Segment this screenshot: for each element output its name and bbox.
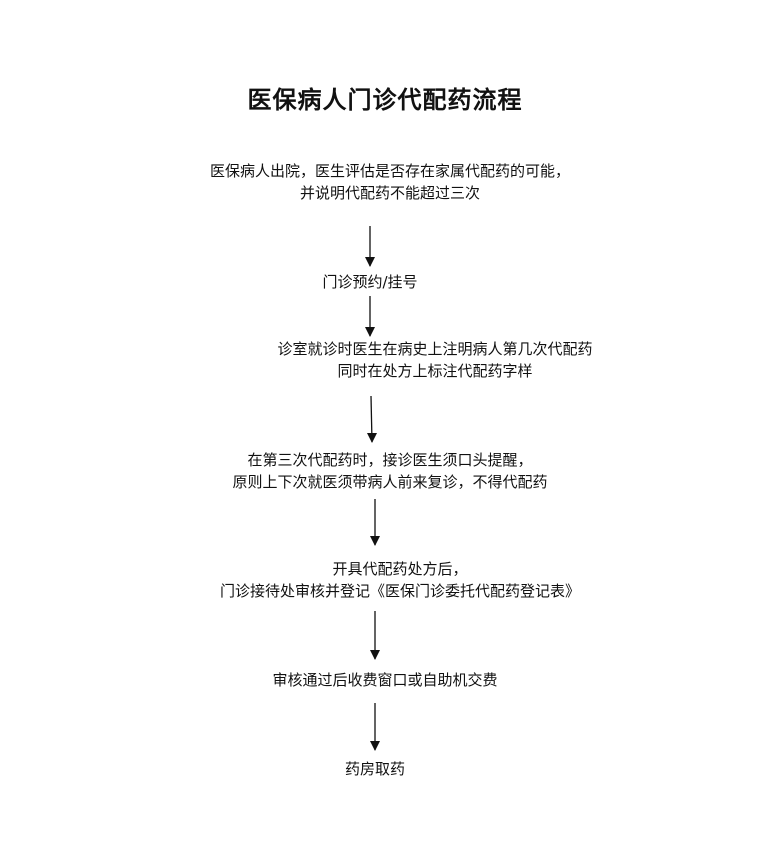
step-line: 诊室就诊时医生在病史上注明病人第几次代配药 bbox=[277, 340, 593, 358]
step-line: 并说明代配药不能超过三次 bbox=[299, 184, 480, 202]
arrow-3 bbox=[367, 395, 377, 443]
step-line: 原则上下次就医须带病人前来复诊，不得代配药 bbox=[232, 473, 548, 491]
arrow-1 bbox=[365, 226, 375, 267]
step-line: 审核通过后收费窗口或自助机交费 bbox=[272, 671, 498, 689]
step-line: 医保病人出院，医生评估是否存在家属代配药的可能， bbox=[209, 162, 570, 180]
arrow-4 bbox=[370, 499, 380, 546]
step-line: 药房取药 bbox=[344, 760, 405, 778]
arrow-6 bbox=[370, 703, 380, 751]
step-third-time-reminder: 在第三次代配药时，接诊医生须口头提醒， 原则上下次就医须带病人前来复诊，不得代配… bbox=[200, 449, 580, 493]
step-line: 开具代配药处方后， bbox=[332, 560, 468, 578]
step-appointment-registration: 门诊预约/挂号 bbox=[270, 271, 470, 293]
arrow-5 bbox=[370, 611, 380, 660]
step-consultation-note: 诊室就诊时医生在病史上注明病人第几次代配药 同时在处方上标注代配药字样 bbox=[250, 338, 620, 382]
step-line: 同时在处方上标注代配药字样 bbox=[337, 362, 533, 380]
step-discharge-evaluation: 医保病人出院，医生评估是否存在家属代配药的可能， 并说明代配药不能超过三次 bbox=[190, 160, 590, 204]
step-line: 门诊接待处审核并登记《医保门诊委托代配药登记表》 bbox=[219, 582, 580, 600]
step-payment: 审核通过后收费窗口或自助机交费 bbox=[230, 669, 540, 691]
step-prescription-registration: 开具代配药处方后， 门诊接待处审核并登记《医保门诊委托代配药登记表》 bbox=[180, 558, 620, 602]
step-line: 在第三次代配药时，接诊医生须口头提醒， bbox=[247, 451, 533, 469]
step-line: 门诊预约/挂号 bbox=[322, 273, 418, 291]
arrow-2 bbox=[365, 296, 375, 337]
page-title: 医保病人门诊代配药流程 bbox=[247, 86, 523, 114]
step-pharmacy-pickup: 药房取药 bbox=[300, 758, 450, 780]
